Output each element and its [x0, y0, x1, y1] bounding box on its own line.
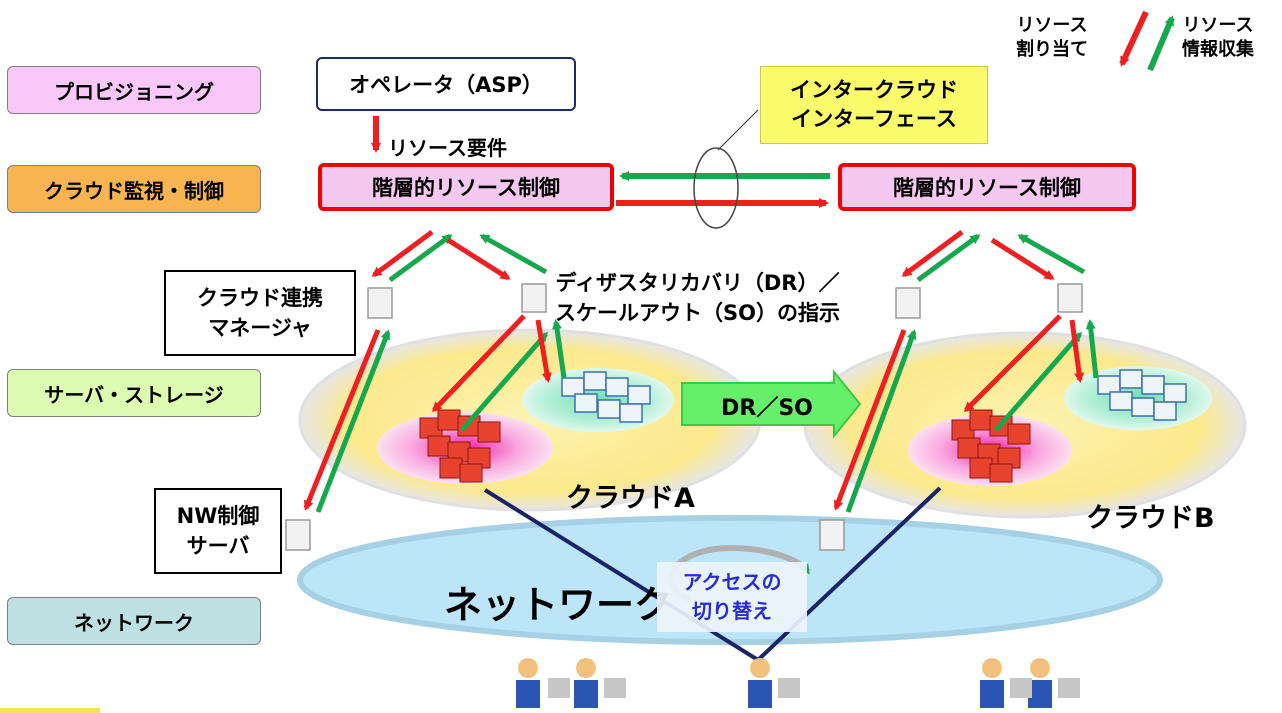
layer-server-storage: サーバ・ストレージ: [7, 369, 261, 417]
corner-accent: [0, 708, 100, 713]
cloud-a-label: クラウドA: [566, 483, 695, 514]
allocate-arrow: [535, 319, 552, 383]
allocate-arrow: [371, 229, 434, 278]
allocate-arrow: [446, 237, 511, 281]
user-center: [748, 658, 800, 708]
collect-arrow: [552, 319, 567, 379]
blue-server-cluster-a: [561, 371, 651, 423]
red-server-cluster-b: [951, 409, 1031, 483]
collect-arrow: [1017, 233, 1086, 275]
operator-box: オペレータ（ASP）: [316, 57, 576, 111]
dr-so-label: DR／SO: [721, 396, 813, 421]
collect-arrow: [1085, 319, 1099, 379]
layer-network: ネットワーク: [7, 597, 261, 645]
allocate-arrow: [303, 329, 381, 511]
legend-collect-arrow: [1147, 15, 1175, 72]
server-icon: [285, 283, 1083, 551]
collect-arrow: [315, 329, 391, 513]
cloud-b-label: クラウドB: [1086, 503, 1215, 534]
collect-arrow: [460, 331, 548, 432]
allocate-arrow: [431, 314, 526, 413]
requirements-label: リソース要件: [388, 136, 507, 160]
federation-manager-box: クラウド連携 マネージャ: [164, 270, 356, 356]
allocate-arrow: [990, 237, 1055, 281]
red-server-cluster-a: [419, 409, 501, 483]
collect-arrow: [916, 233, 981, 283]
collect-arrow: [845, 329, 917, 513]
dr-instruction-label: ディザスタリカバリ（DR）／ スケールアウト（SO）の指示: [555, 271, 840, 326]
controller-b: 階層的リソース制御: [838, 163, 1136, 211]
interface-oval: [693, 147, 739, 229]
legend-allocate-label: リソース 割り当て: [1016, 15, 1088, 61]
layer-monitoring: クラウド監視・制御: [7, 165, 261, 213]
legend-collect-label: リソース 情報収集: [1182, 15, 1254, 61]
allocate-arrow: [833, 329, 907, 511]
allocate-arrow: [901, 229, 964, 278]
user-group-left: [516, 658, 626, 708]
dr-so-arrow: [681, 369, 862, 439]
allocate-arrow: [1069, 319, 1085, 383]
collect-arrow: [994, 331, 1082, 432]
nw-control-server-box: NW制御 サーバ: [154, 488, 282, 574]
collect-arrow: [388, 233, 453, 283]
callout-line: [717, 109, 759, 151]
access-switch-label: アクセスの 切り替え: [657, 562, 807, 632]
collect-arrow: [479, 233, 548, 275]
allocate-arrow: [963, 314, 1062, 413]
legend-allocate-arrow: [1119, 10, 1149, 67]
user-group-right: [980, 658, 1080, 708]
controller-a: 階層的リソース制御: [318, 163, 614, 211]
intercloud-interface-box: インタークラウド インターフェース: [760, 66, 988, 144]
layer-provisioning: プロビジョニング: [7, 66, 261, 114]
blue-server-cluster-b: [1097, 369, 1187, 421]
network-label: ネットワーク: [444, 583, 673, 627]
